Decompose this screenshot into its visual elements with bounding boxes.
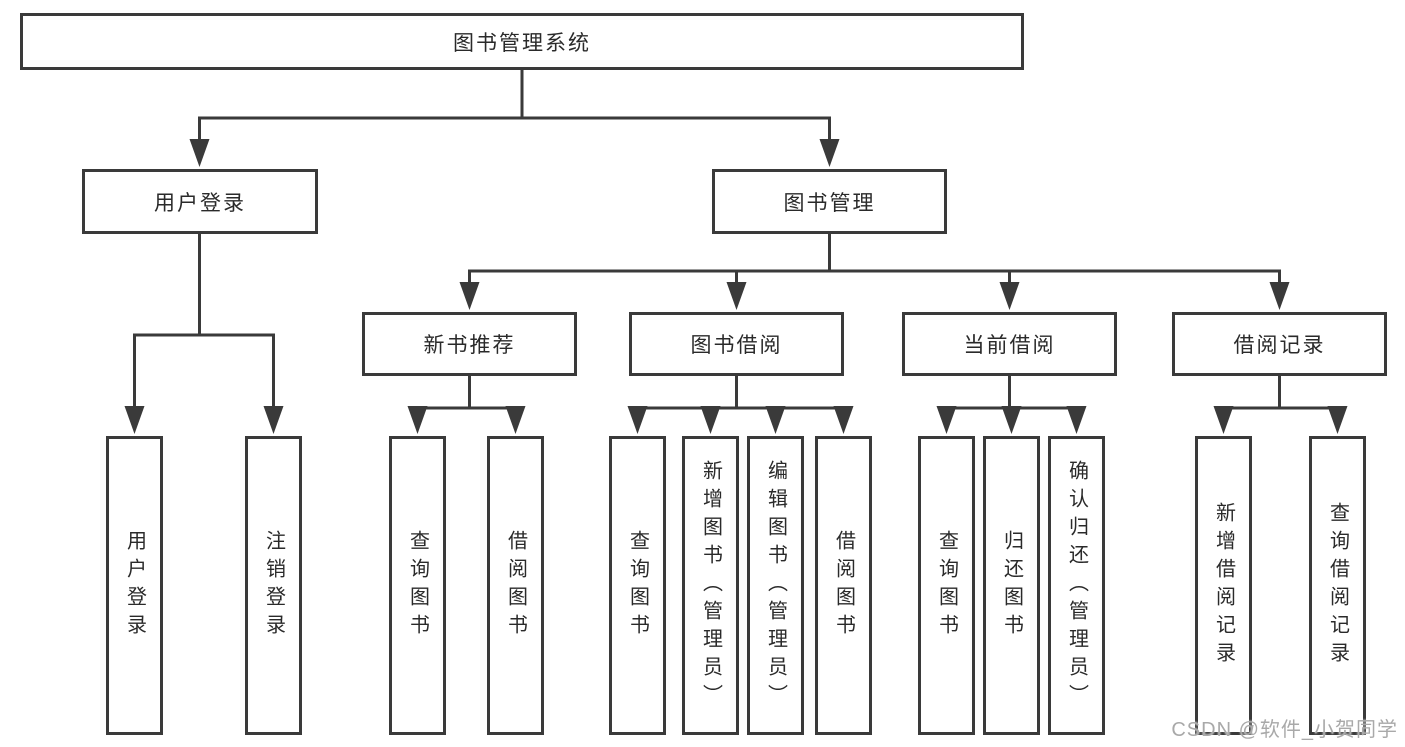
arrow-down-icon: [700, 406, 721, 434]
leaf-logout: 注销登录: [245, 436, 302, 735]
arrow-down-icon: [1269, 282, 1290, 310]
arrow-down-icon: [765, 406, 786, 434]
node-user-login: 用户登录: [82, 169, 318, 234]
leaf-recommend-borrow-book: 借阅图书: [487, 436, 544, 735]
node-library-system: 图书管理系统: [20, 13, 1024, 70]
leaf-current-query-book: 查询图书: [918, 436, 975, 735]
arrow-down-icon: [1213, 406, 1234, 434]
leaf-records-query-record: 查询借阅记录: [1309, 436, 1366, 735]
leaf-user-login: 用户登录: [106, 436, 163, 735]
arrow-down-icon: [1327, 406, 1348, 434]
arrow-down-icon: [1001, 406, 1022, 434]
arrow-down-icon: [505, 406, 526, 434]
node-new-book-recommend: 新书推荐: [362, 312, 577, 376]
leaf-borrowing-edit-book-admin: 编辑图书（管理员）: [747, 436, 804, 735]
leaf-current-confirm-return-admin: 确认归还（管理员）: [1048, 436, 1105, 735]
leaf-borrowing-add-book-admin: 新增图书（管理员）: [682, 436, 739, 735]
arrow-down-icon: [627, 406, 648, 434]
leaf-borrowing-query-book: 查询图书: [609, 436, 666, 735]
leaf-borrowing-borrow-book: 借阅图书: [815, 436, 872, 735]
node-borrowing-records: 借阅记录: [1172, 312, 1387, 376]
arrow-down-icon: [459, 282, 480, 310]
arrow-down-icon: [936, 406, 957, 434]
node-current-borrowing: 当前借阅: [902, 312, 1117, 376]
node-book-management: 图书管理: [712, 169, 947, 234]
watermark: CSDN @软件_小贺同学: [1171, 719, 1398, 741]
arrow-down-icon: [999, 282, 1020, 310]
arrow-down-icon: [1066, 406, 1087, 434]
arrow-down-icon: [407, 406, 428, 434]
arrow-down-icon: [819, 139, 840, 167]
node-book-borrowing: 图书借阅: [629, 312, 844, 376]
arrow-down-icon: [189, 139, 210, 167]
arrow-down-icon: [263, 406, 284, 434]
leaf-records-add-record: 新增借阅记录: [1195, 436, 1252, 735]
leaf-recommend-query-book: 查询图书: [389, 436, 446, 735]
arrow-down-icon: [833, 406, 854, 434]
arrow-down-icon: [726, 282, 747, 310]
arrow-down-icon: [124, 406, 145, 434]
leaf-current-return-book: 归还图书: [983, 436, 1040, 735]
